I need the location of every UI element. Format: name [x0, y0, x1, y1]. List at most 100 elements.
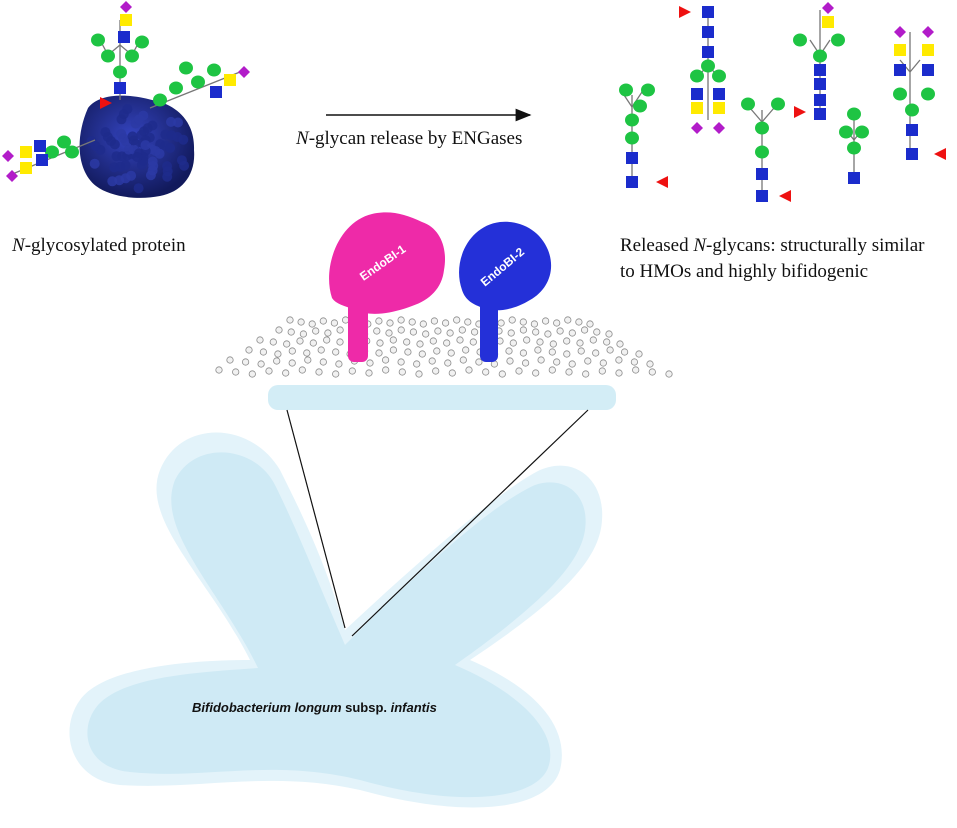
mannose-circle [153, 93, 167, 107]
lipid-head [635, 350, 643, 358]
glcnac-square [756, 190, 768, 202]
zoom-line-right [351, 409, 589, 637]
lipid-head [288, 359, 296, 367]
lipid-head [288, 347, 296, 355]
lipid-head [564, 316, 572, 324]
glcnac-square [702, 6, 714, 18]
lipid-head [386, 319, 394, 327]
lipid-head [563, 350, 571, 358]
lipid-head [532, 328, 540, 336]
lipid-head [403, 338, 411, 346]
fucose-triangle [100, 97, 112, 109]
mannose-circle [755, 145, 769, 159]
lipid-head [245, 346, 253, 354]
mannose-circle [793, 33, 807, 47]
lipid-head [375, 317, 383, 325]
lipid-head [409, 328, 417, 336]
lipid-head [373, 327, 381, 335]
lipid-head [298, 366, 306, 374]
lipid-head [519, 318, 527, 326]
lipid-head [385, 329, 393, 337]
mannose-circle [65, 145, 79, 159]
mannose-circle [641, 83, 655, 97]
lipid-head [319, 317, 327, 325]
mannose-circle [57, 135, 71, 149]
lipid-head [397, 316, 405, 324]
lipid-head [418, 350, 426, 358]
lipid-head [646, 360, 654, 368]
lipid-head [404, 348, 412, 356]
lipid-head [475, 358, 483, 366]
mannose-circle [45, 145, 59, 159]
protein-atom [132, 152, 143, 162]
lipid-head [456, 336, 464, 344]
lipid-head [615, 356, 623, 364]
mannose-circle [712, 69, 726, 83]
lipid-head [549, 340, 557, 348]
lipid-head [419, 320, 427, 328]
fucose-triangle [656, 176, 668, 188]
protein-atom [133, 183, 144, 194]
lipid-head [620, 348, 629, 356]
mannose-circle [125, 49, 139, 63]
lipid-head [348, 367, 356, 375]
lipid-head [446, 329, 454, 337]
mannose-circle [771, 97, 785, 111]
mannose-circle [905, 103, 919, 117]
lipid-head [389, 346, 397, 354]
lipid-head [257, 360, 265, 368]
protein-atom [122, 104, 133, 115]
galactose-square [894, 44, 906, 56]
lipid-head [598, 367, 606, 375]
glcnac-square [814, 78, 826, 90]
galactose-square [922, 44, 934, 56]
lipid-head [443, 339, 451, 347]
lipid-head [553, 319, 561, 327]
lipid-head [397, 326, 405, 334]
lipid-head [563, 337, 571, 345]
lipid-head [553, 358, 561, 366]
lipid-head [296, 337, 304, 345]
protein-atom [116, 128, 127, 139]
lipid-head [336, 326, 344, 334]
protein-atom [111, 151, 122, 162]
mannose-circle [169, 81, 183, 95]
lipid-head [286, 316, 294, 324]
galactose-square [20, 146, 32, 158]
protein-atom [140, 140, 151, 151]
lipid-head [448, 369, 456, 377]
mannose-circle [855, 125, 869, 139]
lipid-head [242, 358, 250, 366]
lipid-head [482, 368, 490, 376]
mannose-circle [179, 61, 193, 75]
protein-atom [107, 176, 118, 187]
glcnac-square [906, 124, 918, 136]
lipid-head [548, 348, 556, 356]
mannose-circle [741, 97, 755, 111]
lipid-head [630, 358, 639, 366]
mannose-circle [625, 131, 639, 145]
lipid-head [397, 358, 405, 366]
lipid-head [332, 370, 340, 378]
endobi-2-enzyme: EndoBI-2 [459, 221, 552, 362]
membrane-patch [215, 316, 673, 410]
glcnac-square [702, 26, 714, 38]
lipid-head [464, 318, 472, 326]
lipid-head [375, 349, 383, 357]
lipid-head [432, 367, 440, 375]
arrow-label: N-glycan release by ENGases [296, 128, 523, 149]
lipid-head [215, 366, 223, 374]
lipid-head [536, 338, 544, 346]
lipid-head [532, 369, 540, 377]
mannose-circle [839, 125, 853, 139]
lipid-head [259, 348, 267, 356]
mannose-circle [113, 65, 127, 79]
lipid-head [521, 359, 530, 367]
protein-atom [123, 144, 134, 155]
lipid-head [444, 359, 452, 367]
lipid-head [332, 348, 340, 356]
lipid-head [523, 336, 531, 344]
glcnac-square [814, 108, 826, 120]
lipid-head [441, 319, 450, 327]
protein-atom [144, 132, 155, 143]
